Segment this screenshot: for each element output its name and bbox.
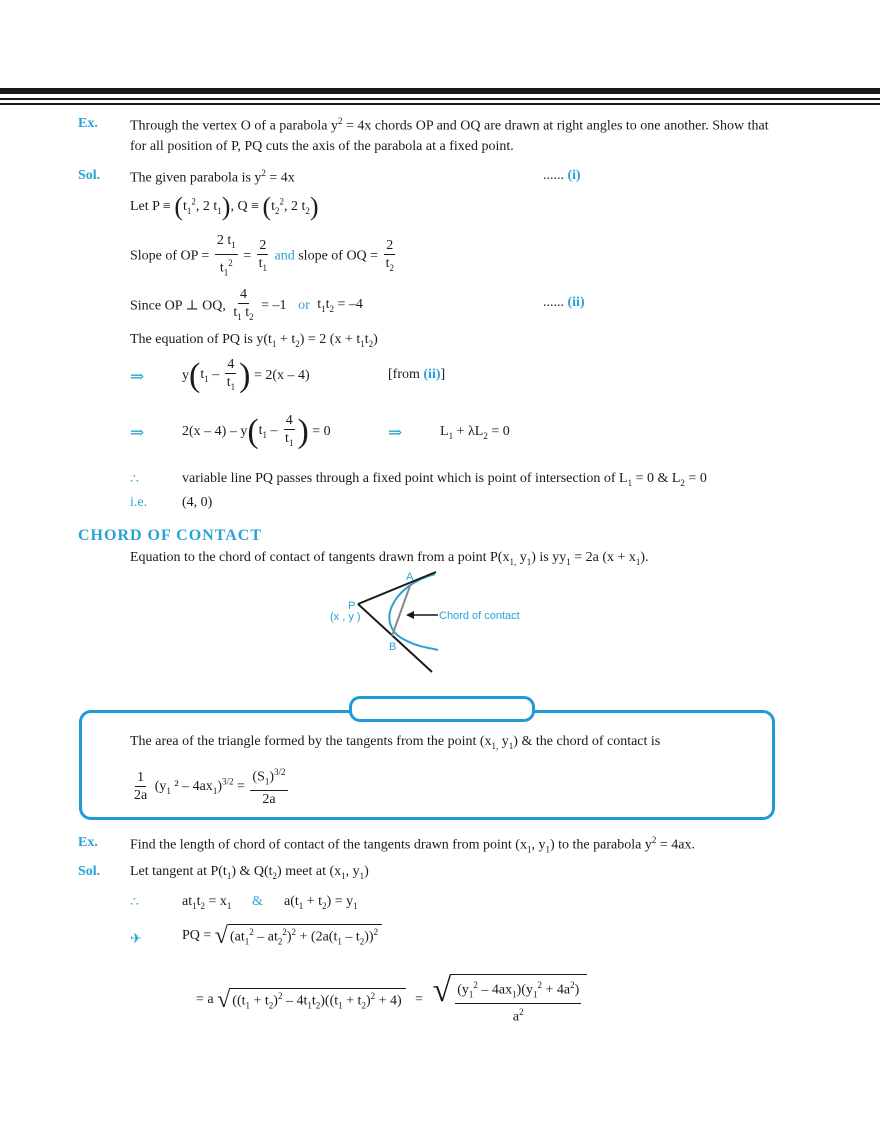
sol2-label: Sol. <box>78 864 101 879</box>
implies-arrow-2: ⇒ <box>130 423 145 442</box>
header-rule-1 <box>0 98 880 100</box>
l1-lambda-l2: L1 + λL2 = 0 <box>440 424 510 441</box>
note-box-tab <box>349 696 535 722</box>
therefore-symbol-1: ∴ <box>130 472 139 487</box>
fixed-point-text: variable line PQ passes through a fixed … <box>182 471 707 488</box>
ex1-line2: for all position of P, PQ cuts the axis … <box>130 139 514 154</box>
chord-equation: Equation to the chord of contact of tang… <box>130 550 649 567</box>
sol2-ampersand: & <box>252 894 263 909</box>
chord-line <box>391 582 412 637</box>
pq-final-eq: = a √ ((t1 + t2)2 – 4t1t2)((t1 + t2)2 + … <box>196 973 588 1026</box>
label-a: A <box>406 571 414 583</box>
label-b: B <box>389 641 396 653</box>
arrow-icon: ✈ <box>130 932 142 947</box>
ex2-text: Find the length of chord of contact of t… <box>130 835 695 855</box>
chord-arrowhead <box>406 611 414 619</box>
ex1-line1: Through the vertex O of a parabola y2 = … <box>130 116 769 134</box>
sol2-let-tangent: Let tangent at P(t1) & Q(t2) meet at (x1… <box>130 864 369 881</box>
tangent-line-a <box>357 571 437 605</box>
note-box-text: The area of the triangle formed by the t… <box>130 734 661 751</box>
section-heading-chord: CHORD OF CONTACT <box>78 527 262 544</box>
header-rule-2 <box>0 103 880 105</box>
tangent-line-b <box>357 603 433 673</box>
implies-arrow-1: ⇒ <box>130 367 145 386</box>
header-rule-thick <box>0 88 880 94</box>
label-p: P <box>348 600 355 612</box>
let-pq: Let P ≡ (t12, 2 t1), Q ≡ (t22, 2 t2) <box>130 192 319 221</box>
parabola-curve <box>388 573 439 651</box>
sol2-at1t2: at1t2 = x1 <box>182 894 232 911</box>
chord-of-contact-diagram: A B P (x , y ) Chord of contact <box>330 571 520 673</box>
label-chord-of-contact: Chord of contact <box>439 610 520 622</box>
sol2-sum: a(t1 + t2) = y1 <box>284 894 358 911</box>
ex1-label: Ex. <box>78 116 98 131</box>
eq-pq-line: The equation of PQ is y(t1 + t2) = 2 (x … <box>130 332 378 349</box>
sol1-label: Sol. <box>78 168 101 183</box>
ref-i: ...... (i) <box>543 168 581 183</box>
pq-length-eq: PQ = √ (at12 – at22)2 + (2a(t1 – t2))2 <box>182 924 383 948</box>
from-ii: [from (ii)] <box>388 367 446 382</box>
ref-ii: ...... (ii) <box>543 295 585 310</box>
ex2-label: Ex. <box>78 835 98 850</box>
label-xy: (x , y ) <box>330 611 361 623</box>
therefore-symbol-2: ∴ <box>130 895 139 910</box>
implies-arrow-3: ⇒ <box>388 423 403 442</box>
fixed-point-value: (4, 0) <box>182 495 213 510</box>
ie-label: i.e. <box>130 495 148 510</box>
sol1-given: The given parabola is y2 = 4x <box>130 168 295 186</box>
